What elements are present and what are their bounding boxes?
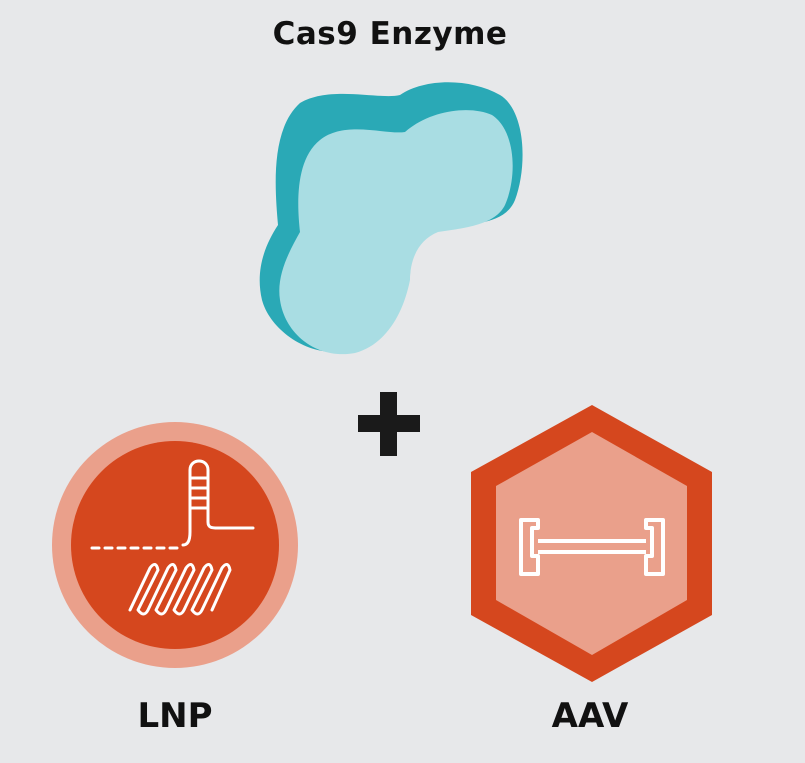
aav-icon — [471, 405, 712, 682]
lnp-icon — [52, 422, 298, 668]
mrna-coil-icon — [128, 563, 232, 616]
aav-label: AAV — [551, 696, 629, 736]
cas9-enzyme-title: Cas9 Enzyme — [272, 16, 508, 52]
cas9-enzyme-icon — [259, 82, 523, 355]
plus-icon — [358, 392, 420, 456]
lnp-inner-circle — [71, 441, 279, 649]
plus-vertical-bar — [380, 392, 397, 456]
guide-rna-icon — [90, 459, 255, 550]
cas9-enzyme-front — [279, 110, 513, 355]
lnp-label: LNP — [137, 696, 213, 736]
aav-inner-hexagon — [496, 432, 687, 655]
aav-dna-icon — [519, 518, 665, 576]
